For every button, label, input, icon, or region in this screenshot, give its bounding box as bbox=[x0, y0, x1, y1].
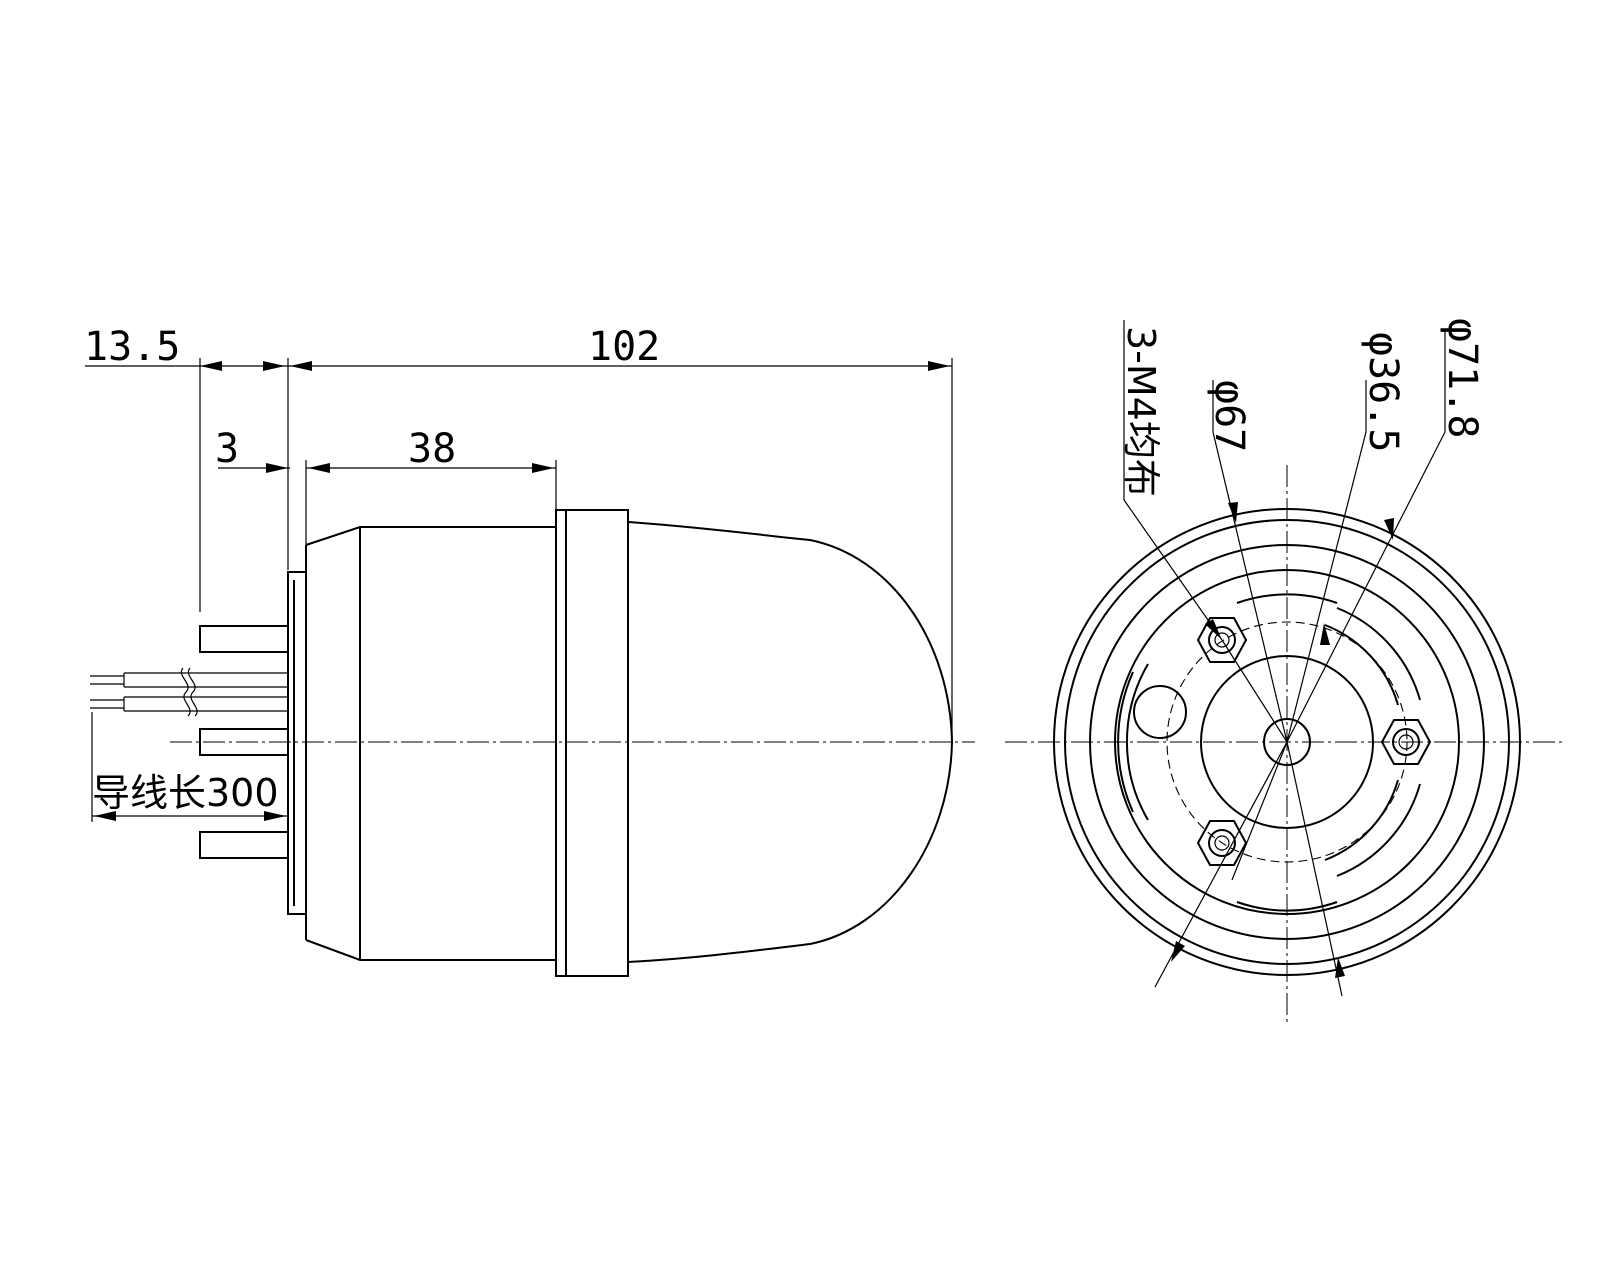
wire-length-label: 导线长300 bbox=[92, 771, 279, 815]
dim-3-label: 3 bbox=[215, 426, 239, 472]
dim-38-label: 38 bbox=[408, 426, 456, 472]
lead-wires bbox=[90, 667, 288, 717]
break-mark-icon bbox=[180, 667, 191, 717]
dim-102-label: 102 bbox=[588, 324, 660, 370]
center-hole bbox=[1263, 718, 1311, 766]
hex-nut-right bbox=[1380, 719, 1432, 765]
outer-circle bbox=[1053, 508, 1521, 976]
dimension-38: 38 bbox=[306, 426, 557, 510]
diameter-leaders bbox=[1123, 320, 1446, 997]
hex-nut-upper bbox=[1196, 617, 1248, 663]
side-view: 13.5 102 3 38 bbox=[84, 324, 975, 977]
side-hole bbox=[1133, 685, 1187, 739]
dim-13-5-label: 13.5 bbox=[84, 324, 180, 370]
diameter-36-5-label: φ36.5 bbox=[1360, 332, 1406, 452]
dimension-102: 102 bbox=[285, 324, 953, 742]
dimension-wire-length: 导线长300 bbox=[91, 712, 288, 822]
front-view: 3-M4均布 φ67 φ36.5 φ71.8 bbox=[1005, 318, 1565, 1025]
mount-holes-label: 3-M4均布 bbox=[1119, 326, 1163, 497]
slot-upper-right bbox=[1336, 607, 1421, 701]
slot-top bbox=[1236, 593, 1338, 604]
dimension-3: 3 bbox=[215, 426, 307, 545]
slot-left bbox=[1117, 671, 1134, 813]
slot-lower-right bbox=[1336, 783, 1421, 877]
diameter-71-8-label: φ71.8 bbox=[1439, 318, 1485, 438]
lamp-body-side bbox=[287, 509, 954, 977]
hex-nut-lower bbox=[1196, 820, 1248, 866]
slot-bottom bbox=[1236, 901, 1338, 912]
dimension-13-5: 13.5 bbox=[84, 324, 285, 612]
bolt-circle bbox=[1166, 621, 1408, 863]
diameter-67-label: φ67 bbox=[1206, 380, 1252, 452]
